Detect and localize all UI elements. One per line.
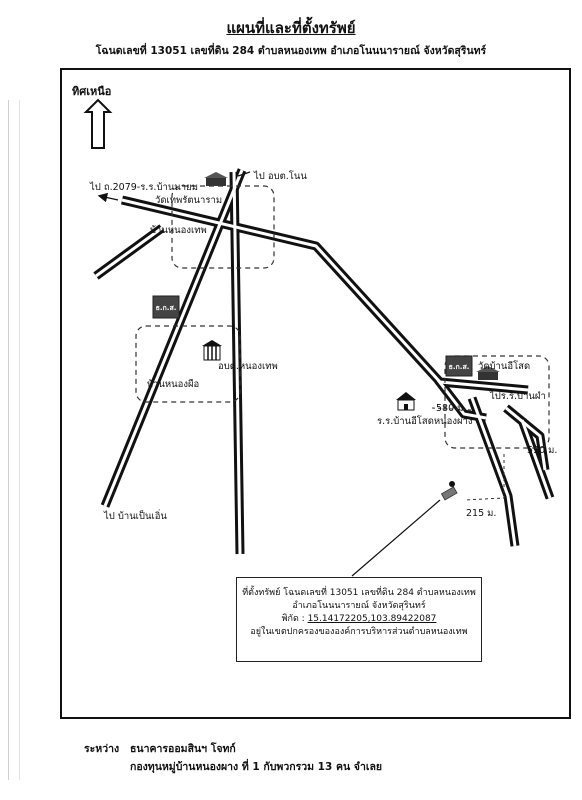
property-pin-icon [440,481,458,501]
boundary-ban-i-sot [444,355,550,449]
north-label: ทิศเหนือ [72,85,112,98]
info-coords: 15.14172205,103.89422087 [307,614,437,624]
map-canvas: ธ.ก.ส. ธ.ก.ส. [83,98,555,577]
label-wat-thep-rattanaram: วัดเทพรัตนาราม [155,195,223,206]
distance-lines [431,407,505,501]
property-pointer-line [351,499,441,577]
label-dist-590: 590 ม. [527,445,558,456]
road-network [93,168,555,555]
info-line-4: อยู่ในเขตปกครองขององค์การบริหารส่วนตำบลห… [250,627,468,637]
footer-fund: กองทุนหมู่บ้านหนองผาง ที่ 1 กับพวกรวม 13… [130,761,383,773]
info-line-1: ที่ตั้งทรัพย์ โฉนดเลขที่ 13051 เลขที่ดิน… [242,588,476,598]
bank-sign-icon-2: ธ.ก.ส. [445,355,473,377]
label-to-rd2079: ไป ถ.2079-ร.ร.บ้านนายม [90,182,198,193]
page-edge [8,100,20,780]
label-to-rr-ban-pha: ไปร.ร.บ้านผำ [490,391,546,402]
info-coords-line: พิกัด : 15.14172205,103.89422087 [237,613,481,626]
page-title: แผนที่และที่ตั้งทรัพย์ [226,19,356,37]
label-obt-nong-thep: อบต.หนองเทพ [218,361,278,372]
label-wat-ban-i-sot: วัดบ้านอีโสด [478,361,531,372]
label-dist-580: 580 ม. [436,403,467,414]
bank-sign-text-2: ธ.ก.ส. [449,363,470,371]
temple-icon [204,172,228,186]
label-dist-215: 215 ม. [466,508,497,519]
north-arrow-icon [83,98,113,149]
footer-between-label: ระหว่าง [84,743,120,755]
property-info-box: ที่ตั้งทรัพย์ โฉนดเลขที่ 13051 เลขที่ดิน… [236,577,482,662]
label-to-ban-pen-en: ไป บ้านเป็นเอิ่น [104,511,167,522]
boundary-ban-nong-phai [135,325,241,403]
info-coords-prefix: พิกัด : [281,614,308,624]
office-building-icon [202,340,222,361]
label-to-obt-non: ไป อบต.โนน [254,171,307,182]
bank-sign-text-1: ธ.ก.ส. [156,304,177,312]
footer-bank: ธนาคารออมสินฯ โจทก์ [130,743,236,755]
page-subtitle: โฉนดเลขที่ 13051 เลขที่ดิน 284 ตำบลหนองเ… [95,45,487,57]
label-school-i-sot: ร.ร.บ้านอีโสดหนองผาง [377,416,473,427]
label-ban-nong-thep: บ้านหนองเทพ [150,225,207,236]
temple-icon-2 [476,366,500,380]
map-frame [60,68,571,719]
school-icon [396,392,416,411]
label-ban-nong-phai: บ้านหนองผือ [147,379,200,390]
info-line-2: อำเภอโนนนารายณ์ จังหวัดสุรินทร์ [292,601,426,611]
bank-sign-icon: ธ.ก.ส. [152,295,180,319]
